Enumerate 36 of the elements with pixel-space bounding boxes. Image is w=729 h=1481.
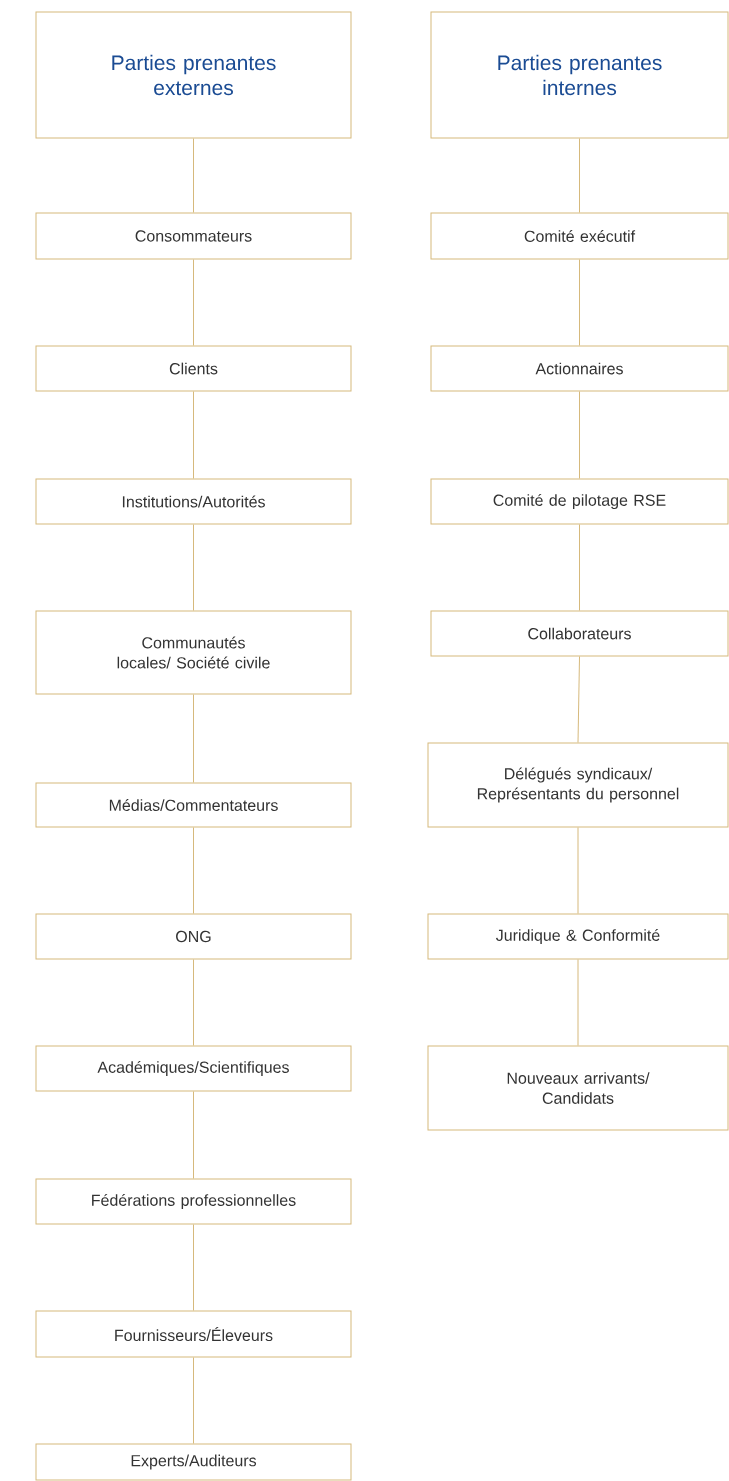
stakeholder-box: Actionnaires: [430, 345, 729, 392]
stakeholder-box: Comité de pilotage RSE: [430, 478, 729, 525]
stakeholder-box: Juridique & Conformité: [427, 913, 729, 960]
stakeholder-box: Médias/Commentateurs: [35, 782, 352, 828]
connector-line: [579, 524, 580, 611]
connector-line: [193, 391, 194, 479]
connector-line: [577, 656, 580, 743]
header-box: Parties prenantes internes: [430, 11, 729, 139]
stakeholder-box: Délégués syndicaux/ Représentants du personnel: [427, 742, 729, 828]
connector-line: [193, 959, 194, 1046]
stakeholder-box: Clients: [35, 345, 352, 392]
connector-line: [193, 259, 194, 346]
stakeholder-box: Experts/Auditeurs: [35, 1443, 352, 1481]
stakeholder-box: Communautés locales/ Société civile: [35, 610, 352, 695]
connector-line: [577, 959, 579, 1046]
stakeholder-box: Institutions/Autorités: [35, 478, 352, 525]
connector-line: [193, 827, 194, 914]
stakeholder-box: Académiques/Scientifiques: [35, 1045, 352, 1092]
stakeholder-box: Fédérations professionnelles: [35, 1178, 352, 1225]
stakeholder-box: Comité exécutif: [430, 212, 729, 260]
connector-line: [193, 694, 194, 783]
connector-line: [193, 524, 194, 611]
connector-line: [579, 391, 580, 479]
header-box: Parties prenantes externes: [35, 11, 352, 139]
connector-line: [579, 259, 580, 346]
stakeholder-box: Collaborateurs: [430, 610, 729, 657]
stakeholder-box: Fournisseurs/Éleveurs: [35, 1310, 352, 1358]
connector-line: [193, 138, 194, 213]
connector-line: [193, 1357, 194, 1444]
connector-line: [193, 1224, 194, 1311]
stakeholder-box: Consommateurs: [35, 212, 352, 260]
stakeholder-box: Nouveaux arrivants/ Candidats: [427, 1045, 729, 1131]
connector-line: [579, 138, 580, 213]
stakeholder-box: ONG: [35, 913, 352, 960]
connector-line: [577, 827, 579, 914]
connector-line: [193, 1091, 194, 1179]
